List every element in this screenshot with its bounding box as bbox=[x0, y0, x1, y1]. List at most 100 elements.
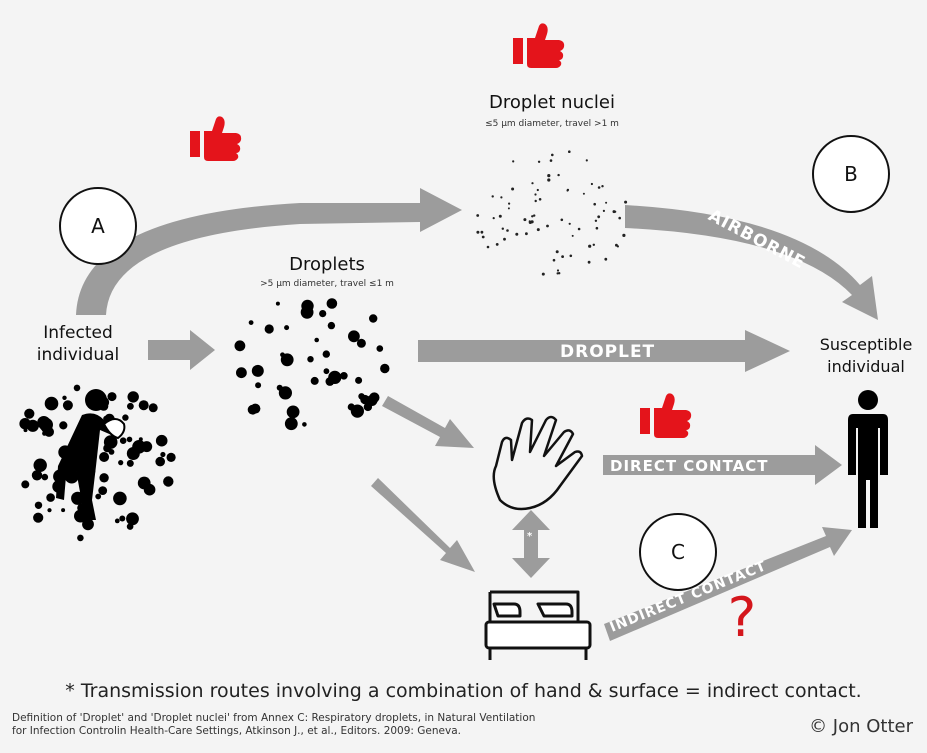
droplet-dot bbox=[357, 408, 362, 413]
droplet-dot bbox=[369, 392, 380, 403]
nucleus-dot bbox=[534, 193, 537, 196]
spray-dot bbox=[33, 512, 44, 523]
droplet-dot bbox=[360, 394, 370, 405]
spray-dot bbox=[132, 440, 146, 454]
indirect-contact-arrow bbox=[604, 527, 852, 641]
spray-dot bbox=[107, 392, 117, 402]
spray-dot bbox=[77, 534, 84, 542]
droplet-dot bbox=[355, 376, 363, 384]
spray-dot bbox=[33, 458, 47, 472]
droplet-arrow bbox=[418, 330, 790, 372]
nucleus-dot bbox=[536, 188, 539, 192]
nucleus-dot bbox=[616, 245, 620, 248]
direct-contact-route-label: DIRECT CONTACT bbox=[610, 457, 769, 475]
nucleus-dot bbox=[498, 214, 502, 218]
spray-dot bbox=[46, 493, 55, 502]
thumbs-up-icon bbox=[190, 116, 242, 161]
nucleus-dot bbox=[622, 233, 626, 237]
droplet-dot bbox=[284, 325, 290, 331]
marker-b-label: B bbox=[844, 162, 858, 186]
droplets-title: Droplets bbox=[289, 254, 365, 275]
nucleus-dot bbox=[605, 201, 608, 204]
spray-dot bbox=[95, 493, 102, 500]
droplet-dot bbox=[356, 338, 366, 348]
droplet-dot bbox=[328, 370, 342, 384]
asterisk-label: * bbox=[527, 531, 533, 542]
susceptible-label-line1: Susceptible bbox=[820, 335, 913, 354]
nucleus-dot bbox=[558, 272, 561, 275]
nucleus-dot bbox=[500, 196, 503, 199]
droplet-dot bbox=[251, 364, 264, 377]
hand-icon bbox=[492, 415, 584, 511]
nucleus-dot bbox=[568, 222, 571, 225]
footnote: * Transmission routes involving a combin… bbox=[65, 680, 862, 702]
nucleus-dot bbox=[561, 255, 564, 258]
droplet-dot bbox=[323, 368, 330, 375]
nucleus-dot bbox=[491, 195, 494, 198]
nucleus-dot bbox=[594, 219, 598, 222]
spray-dot bbox=[98, 486, 108, 495]
nucleus-dot bbox=[533, 214, 536, 217]
nucleus-dot bbox=[537, 160, 541, 163]
spray-dot bbox=[126, 512, 139, 526]
nucleus-dot bbox=[476, 230, 480, 234]
droplet-dot bbox=[347, 403, 355, 411]
droplet-dot bbox=[255, 382, 262, 389]
droplet-dot bbox=[236, 367, 247, 379]
nucleus-dot bbox=[552, 258, 556, 262]
nucleus-dot bbox=[476, 214, 480, 217]
airborne-source-arrow bbox=[76, 188, 462, 315]
nucleus-dot bbox=[593, 202, 596, 206]
nucleus-dot bbox=[569, 254, 573, 258]
droplet-dot bbox=[348, 330, 360, 343]
nucleus-dot bbox=[551, 153, 554, 157]
nucleus-dot bbox=[531, 215, 534, 218]
spray-dot bbox=[122, 414, 129, 421]
spray-dot bbox=[118, 460, 124, 466]
nucleus-dot bbox=[587, 260, 591, 264]
nucleus-dot bbox=[560, 218, 564, 222]
spray-dot bbox=[126, 402, 134, 410]
spray-dot bbox=[41, 473, 49, 481]
droplet-dot bbox=[314, 337, 320, 343]
nucleus-dot bbox=[556, 269, 560, 272]
droplet-dot bbox=[264, 324, 274, 334]
droplet-dot bbox=[248, 320, 254, 325]
nucleus-dot bbox=[531, 182, 534, 185]
infected-spray-cloud bbox=[19, 384, 176, 542]
spray-dot bbox=[73, 384, 81, 392]
spray-dot bbox=[31, 470, 43, 481]
spray-dot bbox=[114, 518, 120, 524]
source-line-1: Definition of 'Droplet' and 'Droplet nuc… bbox=[12, 712, 536, 724]
airborne-arrow bbox=[625, 205, 878, 320]
droplet-dot bbox=[286, 405, 300, 419]
spray-dot bbox=[44, 396, 59, 411]
nucleus-dot bbox=[536, 228, 540, 232]
droplet-nuclei-title: Droplet nuclei bbox=[489, 92, 615, 113]
nucleus-dot bbox=[486, 245, 490, 249]
nucleus-dot bbox=[582, 192, 585, 195]
nucleus-dot bbox=[492, 217, 495, 220]
nucleus-dot bbox=[590, 182, 594, 186]
nucleus-dot bbox=[512, 160, 515, 163]
spray-dot bbox=[143, 483, 156, 496]
nucleus-dot bbox=[541, 272, 545, 276]
bed-icon bbox=[484, 590, 592, 660]
droplet-nuclei-cloud bbox=[476, 150, 628, 276]
spray-dot bbox=[44, 426, 54, 437]
spray-dot bbox=[64, 405, 71, 411]
nucleus-dot bbox=[557, 173, 560, 177]
thumbs-up-icon bbox=[513, 23, 565, 68]
spray-dot bbox=[155, 456, 165, 467]
spray-dot bbox=[126, 523, 134, 530]
source-line-2: for Infection Controlin Health-Care Sett… bbox=[12, 725, 461, 737]
nucleus-dot bbox=[585, 159, 588, 162]
spray-dot bbox=[99, 452, 110, 462]
spray-dot bbox=[148, 403, 158, 413]
susceptible-label-line2: individual bbox=[827, 357, 905, 376]
marker-c: C bbox=[639, 513, 717, 591]
infected-label-line2: individual bbox=[37, 345, 120, 365]
spray-dot bbox=[26, 419, 39, 432]
spray-dot bbox=[82, 518, 94, 531]
nucleus-dot bbox=[588, 244, 592, 248]
